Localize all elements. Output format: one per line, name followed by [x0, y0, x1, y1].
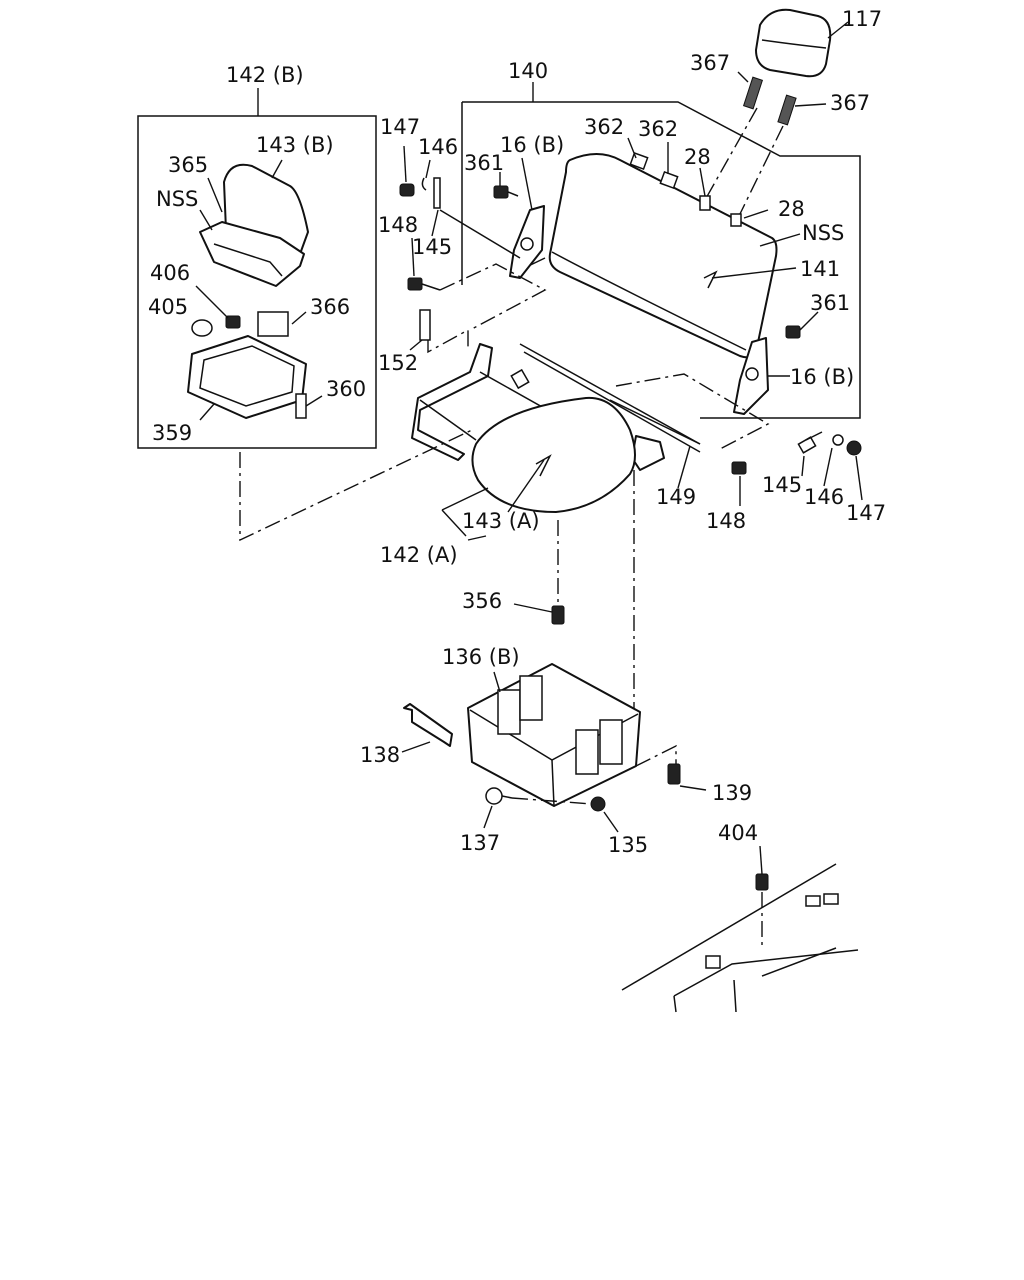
- label-143b: 143 (B): [256, 133, 334, 157]
- label-148-right: 148: [706, 509, 746, 533]
- seat-cushion: [471, 396, 636, 513]
- label-146-left: 146: [418, 135, 458, 159]
- label-28-top: 28: [684, 145, 711, 169]
- label-147-right: 147: [846, 501, 886, 525]
- label-142a: 142 (A): [380, 543, 458, 567]
- label-361-right: 361: [810, 291, 850, 315]
- label-367-right: 367: [830, 91, 870, 115]
- label-149: 149: [656, 485, 696, 509]
- label-143a: 143 (A): [462, 509, 540, 533]
- label-359: 359: [152, 421, 192, 445]
- headrest-117: [755, 8, 832, 78]
- label-147-left: 147: [380, 115, 420, 139]
- label-405: 405: [148, 295, 188, 319]
- floor-panel: [621, 863, 859, 1013]
- label-145-right: 145: [762, 473, 802, 497]
- label-360: 360: [326, 377, 366, 401]
- headrest-stay-367-right: [777, 94, 797, 126]
- label-142b: 142 (B): [226, 63, 304, 87]
- label-139: 139: [712, 781, 752, 805]
- label-136b: 136 (B): [442, 645, 520, 669]
- label-16b-right: 16 (B): [790, 365, 854, 389]
- label-367-left: 367: [690, 51, 730, 75]
- label-361-left: 361: [464, 151, 504, 175]
- label-nss-right: NSS: [802, 221, 844, 245]
- label-365: 365: [168, 153, 208, 177]
- label-28-right: 28: [778, 197, 805, 221]
- label-145-left: 145: [412, 235, 452, 259]
- label-356: 356: [462, 589, 502, 613]
- seat-base-136b: [467, 663, 641, 807]
- label-137: 137: [460, 831, 500, 855]
- label-148-left: 148: [378, 213, 418, 237]
- hinge-bracket-16b-left: [509, 205, 545, 279]
- label-146-right: 146: [804, 485, 844, 509]
- label-152: 152: [378, 351, 418, 375]
- label-366: 366: [310, 295, 350, 319]
- label-362-right: 362: [638, 117, 678, 141]
- hinge-bracket-16b-right: [733, 337, 769, 415]
- label-138: 138: [360, 743, 400, 767]
- headrest-stay-367-left: [742, 76, 764, 110]
- label-362-left: 362: [584, 115, 624, 139]
- seat-frame-359: [187, 335, 307, 419]
- label-117: 117: [842, 7, 882, 31]
- label-16b-left: 16 (B): [500, 133, 564, 157]
- seat-back: [519, 153, 778, 359]
- label-nss-left: NSS: [156, 187, 198, 211]
- label-140: 140: [508, 59, 548, 83]
- cushion-cover-143b: [199, 163, 309, 287]
- label-135: 135: [608, 833, 648, 857]
- label-404: 404: [718, 821, 758, 845]
- label-406: 406: [150, 261, 190, 285]
- label-141: 141: [800, 257, 840, 281]
